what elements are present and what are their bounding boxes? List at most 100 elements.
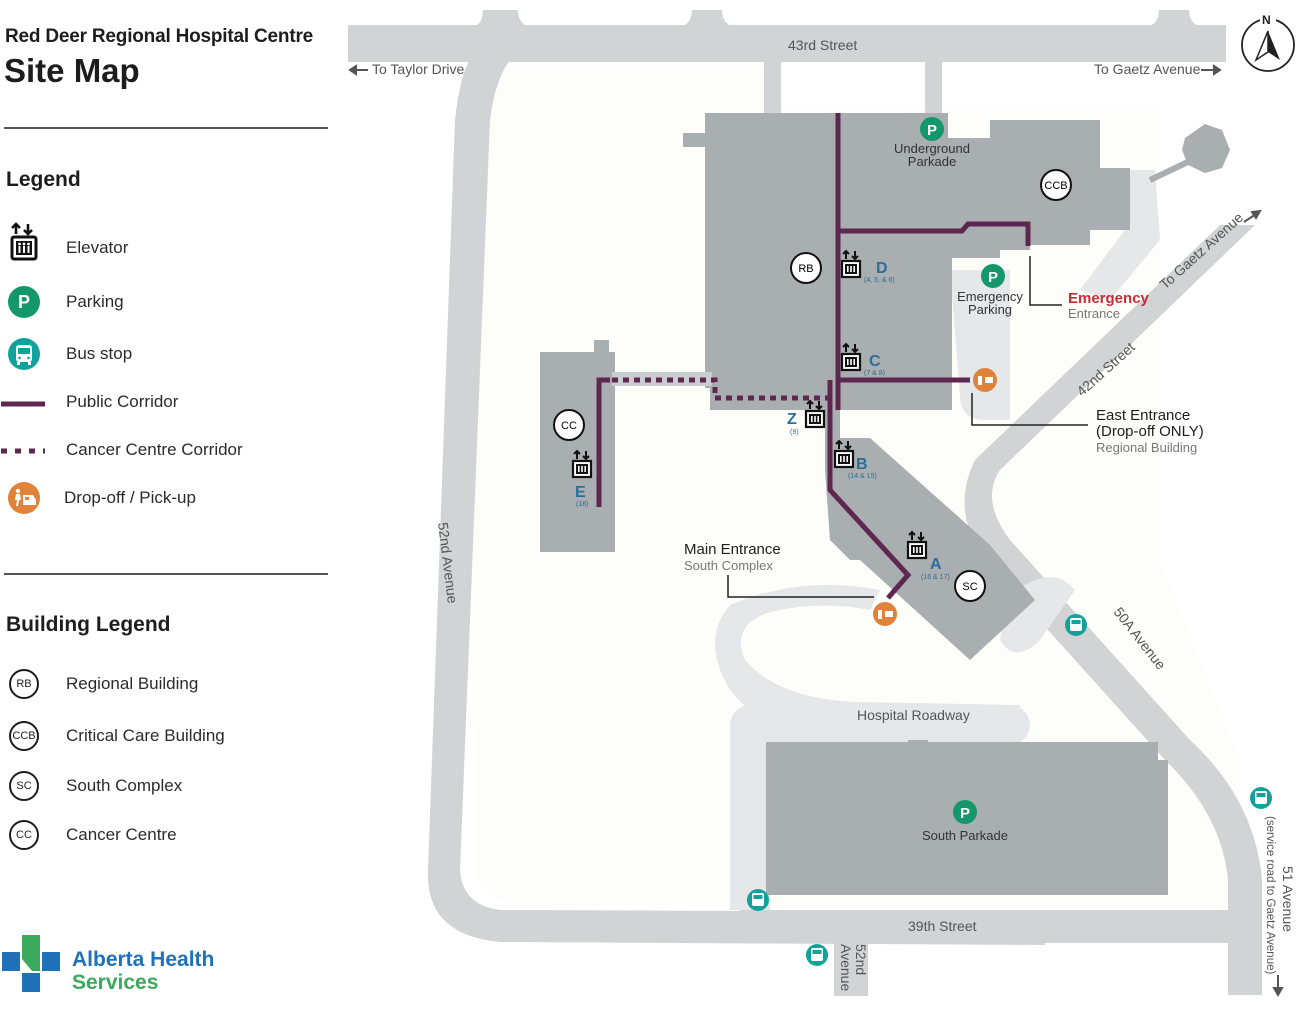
- legend-label: Cancer Centre Corridor: [66, 440, 243, 459]
- label-underground-parkade: Underground: [894, 141, 970, 156]
- building-badge-cc: CC: [6, 815, 42, 855]
- road-service: [1080, 170, 1160, 300]
- legend-item-cancer-centre-corridor: Cancer Centre Corridor: [0, 430, 330, 470]
- bus-stops: [747, 614, 1272, 966]
- road-39th-street: [740, 910, 1250, 943]
- parking-icon: P: [953, 800, 977, 824]
- corridor-segment: [827, 380, 912, 600]
- road-hospital-roadway: [730, 705, 1030, 745]
- elevator-letter: E: [575, 484, 586, 501]
- road-52nd-avenue-south: [834, 930, 868, 996]
- elevator-markers: D(4, 5, & 6) C(7 & 8) Z(9) B(: [571, 249, 950, 581]
- arrow-down-icon: [1272, 975, 1284, 998]
- parking-icon: P: [981, 264, 1005, 288]
- road-connector: [925, 60, 942, 115]
- elevator-icon: [906, 530, 928, 560]
- emergency-entrance-sub: Entrance: [1068, 306, 1120, 321]
- helipad: [1182, 124, 1230, 173]
- elevator-letter: D: [876, 260, 888, 277]
- legend-label: Drop-off / Pick-up: [64, 488, 196, 507]
- main-entrance-title: Main Entrance: [684, 541, 781, 558]
- svg-text:P: P: [960, 805, 970, 822]
- legend-item-elevator: Elevator: [0, 222, 330, 262]
- ahs-logo: Alberta Health Services: [2, 935, 215, 995]
- street-label-to-taylor: To Taylor Drive: [372, 61, 465, 77]
- road-stub: [471, 10, 533, 28]
- drop-off-icon: [6, 478, 42, 518]
- elevator-d: D(4, 5, & 6): [840, 249, 895, 284]
- direction-arrows: [348, 64, 1284, 998]
- legend-item-parking: P Parking: [0, 282, 330, 322]
- svg-text:CC: CC: [561, 420, 577, 432]
- arrow-left-icon: [348, 64, 368, 76]
- legend-label: Parking: [66, 292, 124, 311]
- building-legend-item: CCB Critical Care Building: [0, 716, 330, 756]
- elevator-z: Z(9): [787, 399, 826, 436]
- elevator-letter: Z: [787, 411, 797, 428]
- legend-item-public-corridor: Public Corridor: [0, 382, 330, 422]
- street-label-52nd-south-2: Avenue: [838, 944, 854, 991]
- building-legend-item: CC Cancer Centre: [0, 815, 330, 855]
- road-parkade-access: [730, 720, 770, 910]
- divider: [4, 127, 328, 129]
- elevator-icon: [840, 342, 862, 372]
- street-label-39th: 39th Street: [908, 918, 977, 934]
- leader-emergency: [1029, 256, 1062, 306]
- building-badge-ccb: CCB: [6, 716, 42, 756]
- bus-stop-icon: [1250, 787, 1272, 809]
- label-south-parkade: South Parkade: [922, 828, 1008, 843]
- cancer-centre-corridor: [612, 377, 828, 401]
- label-emergency-parking-2: Parking: [968, 302, 1012, 317]
- street-label-to-gaetz: To Gaetz Avenue: [1094, 61, 1201, 77]
- legend-label: Critical Care Building: [66, 726, 225, 745]
- street-label-51-note: (service road to Gaetz Avenue): [1264, 816, 1276, 974]
- legend-item-drop-off: Drop-off / Pick-up: [0, 478, 330, 518]
- bus-stop-icon: [1065, 614, 1087, 636]
- bus-stop-icon: [747, 889, 769, 911]
- svg-text:CCB: CCB: [1044, 180, 1067, 192]
- buildings: [540, 113, 1230, 895]
- legend-item-bus-stop: Bus stop: [0, 334, 330, 374]
- public-corridors: [596, 113, 1031, 600]
- logo-line1: Alberta Health: [72, 948, 215, 971]
- compass-north-icon: N: [1241, 12, 1295, 72]
- badge-ccb: CCB: [1040, 169, 1072, 201]
- east-entrance-title-2: (Drop-off ONLY): [1096, 423, 1204, 440]
- svg-text:N: N: [1262, 13, 1271, 27]
- roads: [348, 10, 1262, 996]
- label-underground-parkade-2: Parkade: [908, 154, 956, 169]
- building-legend-item: RB Regional Building: [0, 664, 330, 704]
- legend-label: Bus stop: [66, 344, 133, 363]
- badge-sc: SC: [954, 570, 986, 602]
- street-label-52nd-south: 52nd: [853, 944, 869, 975]
- legend-label: Regional Building: [66, 674, 199, 693]
- legend-title: Legend: [6, 168, 81, 191]
- elevator-icon: [6, 222, 42, 262]
- logo-line2: Services: [72, 971, 159, 994]
- badge-rb: RB: [790, 252, 822, 284]
- elevator-floors: (18): [576, 501, 588, 508]
- corridor-segment: [838, 221, 1031, 246]
- arrow-diag-icon: [1243, 209, 1262, 223]
- road-connector: [764, 60, 781, 115]
- elevator-letter: B: [856, 456, 868, 473]
- svg-text:P: P: [988, 269, 998, 286]
- label-emergency-parking: Emergency: [957, 289, 1023, 304]
- building-legend-item: SC South Complex: [0, 766, 330, 806]
- elevator-e: E(18): [571, 449, 593, 508]
- building-badge-sc: SC: [6, 766, 42, 806]
- street-label-to-gaetz-diag: To Gaetz Avenue: [1156, 209, 1246, 292]
- public-corridor-line: [0, 382, 46, 422]
- parking-icon: P: [6, 282, 42, 322]
- drop-off-icon: [973, 368, 997, 392]
- building-badges: RB CCB SC CC: [553, 169, 1072, 602]
- svg-text:P: P: [927, 122, 937, 139]
- hospital-name: Red Deer Regional Hospital Centre: [5, 26, 314, 47]
- elevator-c: C(7 & 8): [840, 342, 885, 377]
- legend-label: Public Corridor: [66, 392, 179, 411]
- building-badge-rb: RB: [6, 664, 42, 704]
- leader-east-entrance: [971, 393, 1088, 426]
- parking-icon: P: [920, 117, 944, 141]
- bus-stop-icon: [6, 334, 42, 374]
